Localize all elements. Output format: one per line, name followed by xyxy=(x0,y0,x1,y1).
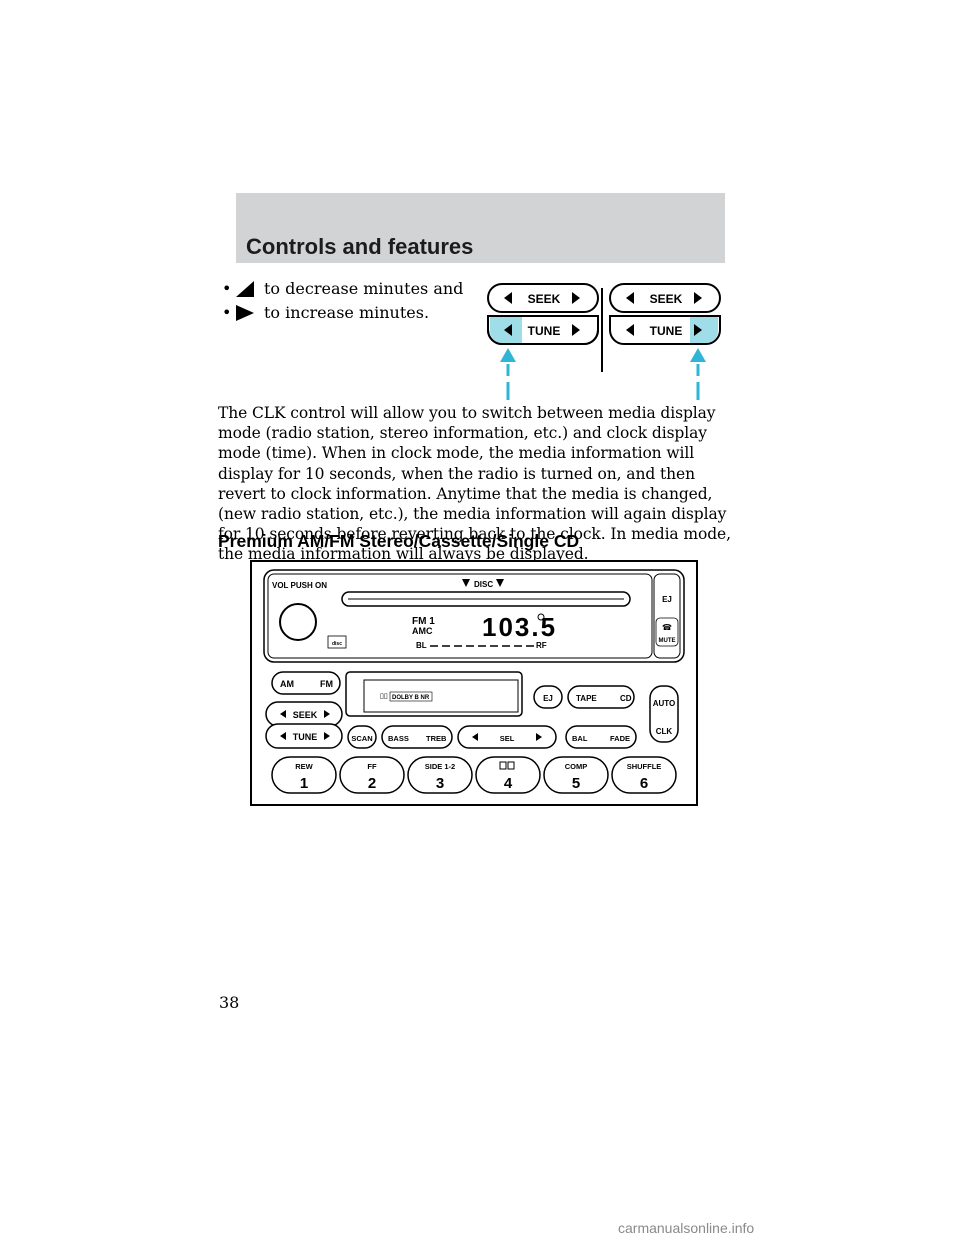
bullet-text: to decrease minutes and xyxy=(264,279,464,298)
auto-clk-button[interactable] xyxy=(649,685,679,743)
tune-right-highlight xyxy=(690,317,718,343)
fm-label: FM xyxy=(320,679,333,689)
section-title: Premium AM/FM Stereo/Cassette/Single CD xyxy=(218,531,580,551)
bullet-decrease: • to decrease minutes and xyxy=(222,279,463,299)
am-fm-button[interactable] xyxy=(271,671,341,695)
preset-button-2[interactable]: FF 2 xyxy=(339,756,405,794)
svg-text:1: 1 xyxy=(300,775,308,792)
fade-label: FADE xyxy=(610,734,630,743)
dolby-label: DOLBY B NR xyxy=(392,695,430,701)
dolby-icon xyxy=(499,761,507,770)
radio-faceplate: VOL PUSH ON DISC disc FM 1 AMC 103.5 BL … xyxy=(250,560,698,806)
preset-button-3[interactable]: SIDE 1-2 3 xyxy=(407,756,473,794)
bal-label: BAL xyxy=(572,734,588,743)
disc-eject-label: EJ xyxy=(662,595,672,604)
preset-button-4[interactable]: 4 xyxy=(475,756,541,794)
dolby-logo-icon: ▯▯ xyxy=(380,693,388,700)
tune-right-arrow-icon xyxy=(694,324,702,336)
right-triangle-icon xyxy=(236,305,254,321)
svg-text:FF: FF xyxy=(367,762,377,771)
clk-label: CLK xyxy=(656,727,673,736)
seek-label: SEEK xyxy=(528,292,561,306)
svg-text:5: 5 xyxy=(572,775,580,792)
svg-text:COMP: COMP xyxy=(565,762,588,771)
bullet-increase: • to increase minutes. xyxy=(222,303,429,323)
volume-knob[interactable] xyxy=(279,603,317,641)
bullet-text: to increase minutes. xyxy=(264,303,430,322)
tape-eject-button[interactable] xyxy=(533,685,563,709)
mute-label: MUTE xyxy=(659,638,676,644)
left-triangle-icon xyxy=(236,281,254,297)
phone-icon: ☎ xyxy=(662,623,672,632)
auto-label: AUTO xyxy=(653,699,676,708)
seek-right-arrow-icon xyxy=(694,292,702,304)
preset-button-6[interactable]: SHUFFLE 6 xyxy=(611,756,677,794)
display-amc: AMC xyxy=(412,626,433,636)
am-label: AM xyxy=(280,679,294,689)
tape-label: TAPE xyxy=(576,694,597,703)
svg-text:3: 3 xyxy=(436,775,444,792)
svg-text:DISC: DISC xyxy=(474,580,493,589)
bal-fade-button[interactable] xyxy=(565,725,637,749)
cd-label: CD xyxy=(620,694,632,703)
disc-label: DISC xyxy=(462,579,504,589)
vol-label: VOL PUSH ON xyxy=(272,581,327,590)
svg-text:REW: REW xyxy=(295,762,313,771)
indicator-arrow-left xyxy=(500,348,516,400)
display-frequency: 103.5 xyxy=(482,612,557,642)
seek-tune-figure: SEEK TUNE SEEK TUNE xyxy=(487,283,721,400)
tape-eject-label: EJ xyxy=(543,694,553,703)
tune-label: TUNE xyxy=(528,324,561,338)
seek-label: SEEK xyxy=(650,292,683,306)
svg-text:disc: disc xyxy=(332,641,342,647)
sel-label: SEL xyxy=(500,734,515,743)
header-band xyxy=(236,193,725,263)
bullet-dot: • xyxy=(222,279,232,298)
tune-left-arrow-icon xyxy=(626,324,634,336)
tune-right-arrow-icon xyxy=(572,324,580,336)
cassette-door xyxy=(345,671,523,717)
display-bl: BL xyxy=(416,641,427,650)
seek-left-arrow-icon xyxy=(504,292,512,304)
bass-label: BASS xyxy=(388,734,409,743)
treb-label: TREB xyxy=(426,734,447,743)
bass-treb-button[interactable] xyxy=(381,725,453,749)
preset-button-1[interactable]: REW 1 xyxy=(271,756,337,794)
seek-tune-unit-right: SEEK TUNE xyxy=(609,283,721,345)
svg-text:SIDE 1-2: SIDE 1-2 xyxy=(425,762,455,771)
watermark: carmanualsonline.info xyxy=(618,1220,755,1236)
page-number: 38 xyxy=(219,993,240,1012)
compact-disc-logo-icon xyxy=(327,635,347,649)
scan-label: SCAN xyxy=(351,734,372,743)
preset-button-5[interactable]: COMP 5 xyxy=(543,756,609,794)
svg-text:2: 2 xyxy=(368,775,376,792)
tape-cd-button[interactable] xyxy=(567,685,635,709)
radio-tune-button[interactable] xyxy=(265,723,343,749)
bullet-dot: • xyxy=(222,303,232,322)
sel-button[interactable] xyxy=(457,725,557,749)
stereo-icon xyxy=(537,613,545,621)
svg-text:4: 4 xyxy=(504,775,513,792)
seek-right-arrow-icon xyxy=(572,292,580,304)
display-band: FM 1 xyxy=(412,616,435,627)
page-header-title: Controls and features xyxy=(246,234,474,259)
seek-left-arrow-icon xyxy=(626,292,634,304)
clk-paragraph: The CLK control will allow you to switch… xyxy=(218,404,731,564)
tune-left-arrow-icon xyxy=(504,324,512,336)
radio-seek-label: SEEK xyxy=(293,710,318,720)
seek-tune-unit-left: SEEK TUNE xyxy=(487,283,599,345)
tune-label: TUNE xyxy=(650,324,683,338)
svg-text:SHUFFLE: SHUFFLE xyxy=(627,762,662,771)
scan-button[interactable] xyxy=(347,725,377,749)
mute-button[interactable] xyxy=(655,617,679,647)
indicator-arrow-right xyxy=(690,348,706,400)
svg-text:6: 6 xyxy=(640,775,648,792)
display-rf: RF xyxy=(536,641,547,650)
radio-tune-label: TUNE xyxy=(293,732,318,742)
